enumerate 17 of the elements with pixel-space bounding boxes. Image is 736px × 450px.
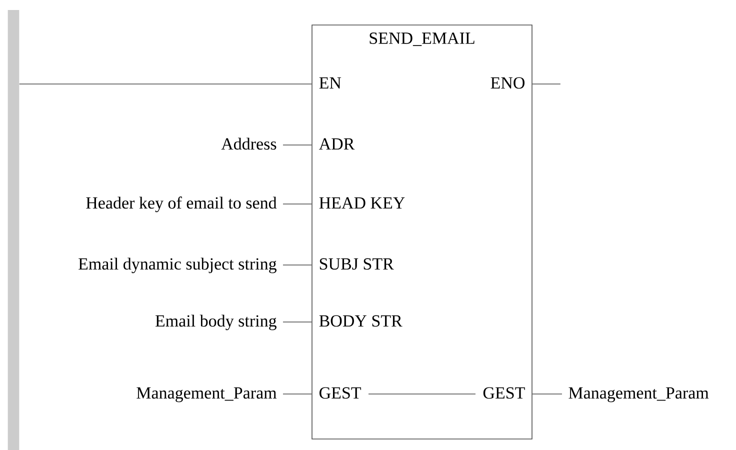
signal-label: Management_Param [136, 387, 277, 402]
power-rail [8, 10, 20, 450]
pin-label: BODY STR [319, 315, 402, 327]
wire [282, 264, 312, 266]
wire [282, 144, 312, 146]
signal-label: Email dynamic subject string [78, 258, 276, 274]
signal-label: Header key of email to send [86, 196, 277, 212]
pin-label: ADR [318, 138, 355, 150]
pin-label: EN [319, 77, 342, 88]
pin-label: HEAD KEY [319, 197, 405, 209]
signal-label: Address [221, 138, 276, 150]
signal-label: Management_Param [568, 387, 709, 402]
pin-label: GEST [320, 387, 362, 399]
pin-label: SUBJ STR [320, 258, 394, 270]
pin-label: GEST [483, 387, 525, 399]
pin-label: ENO [490, 77, 524, 89]
signal-label: Email body string [155, 314, 276, 330]
